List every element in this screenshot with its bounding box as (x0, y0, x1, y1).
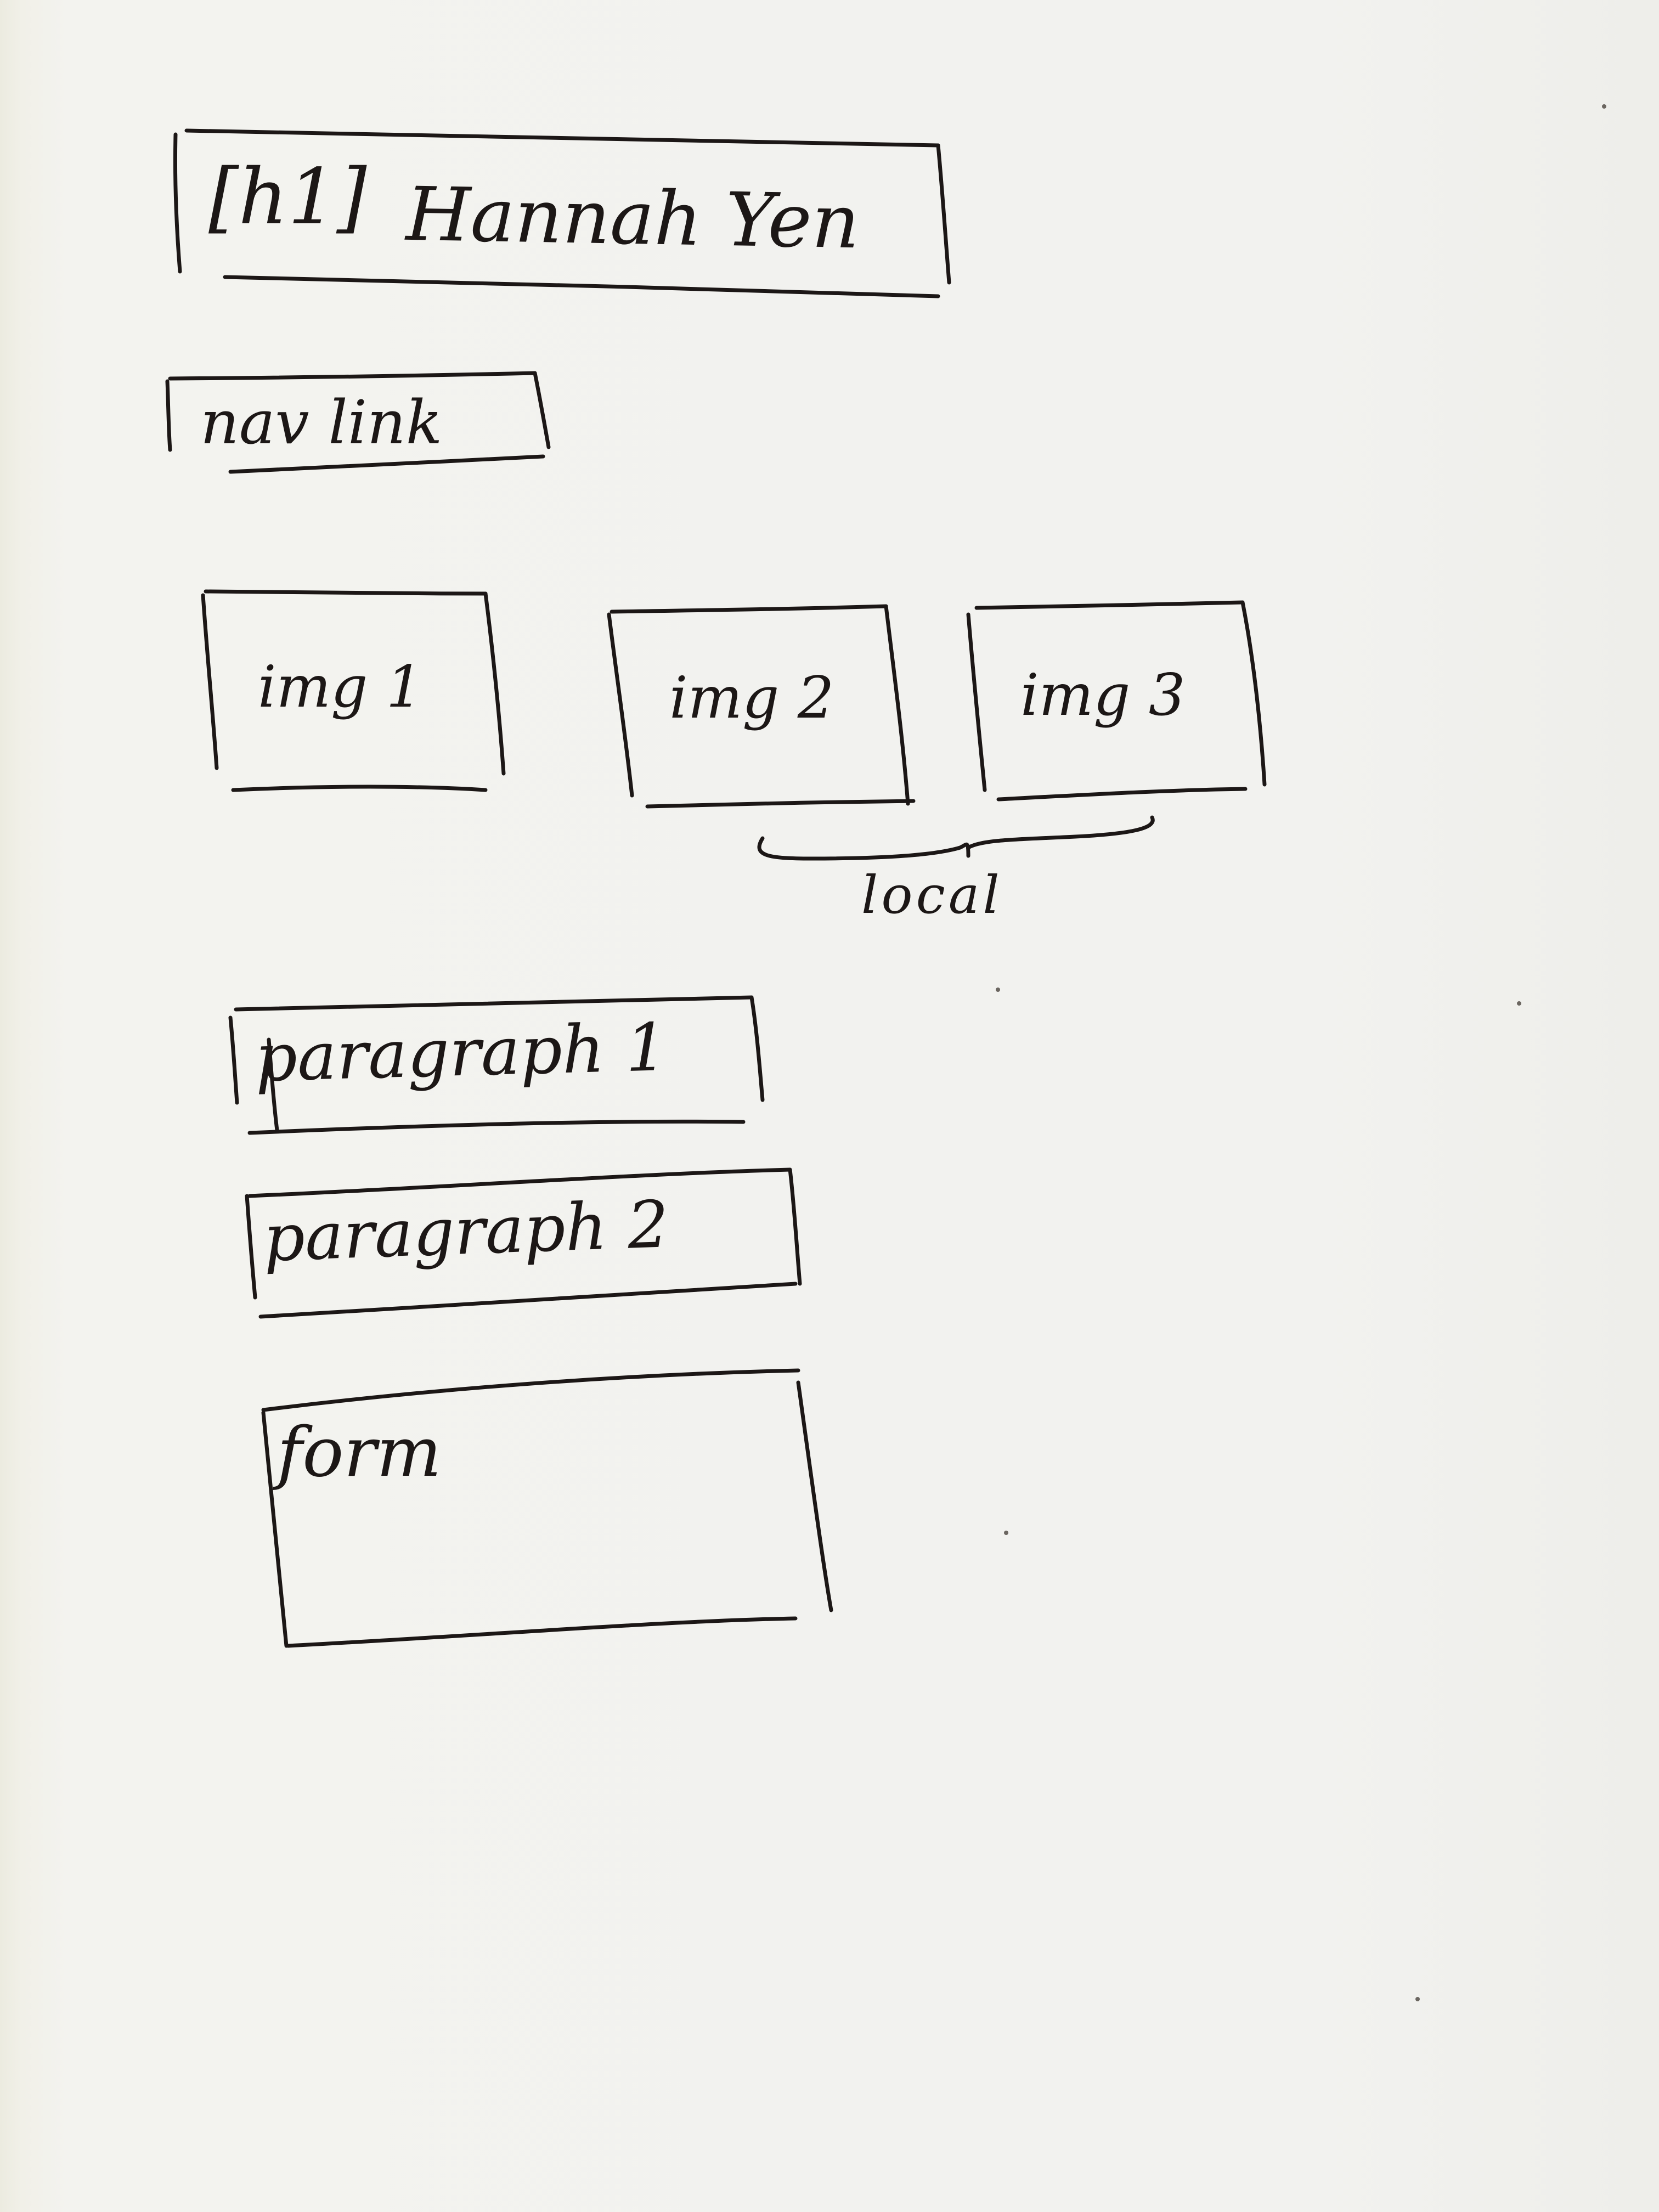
local-brace (757, 815, 1155, 861)
img-1-box (201, 589, 506, 792)
nav-link-label[interactable]: nav link (200, 387, 443, 458)
img-1-label: img 1 (258, 653, 423, 720)
local-label: local (861, 865, 1003, 926)
form-label: form (277, 1413, 442, 1492)
paper-speck (1602, 104, 1606, 109)
heading-name: Hannah Yen (405, 171, 860, 266)
paragraph-1-box (228, 995, 765, 1135)
paragraph-2-label: paragraph 2 (262, 1186, 670, 1276)
nav-box (165, 371, 551, 474)
img-3-box (966, 600, 1267, 802)
img-2-box (607, 604, 916, 809)
paragraph-1-label: paragraph 1 (254, 1009, 669, 1097)
paper-speck (1517, 1001, 1521, 1006)
img-2-label: img 2 (669, 664, 834, 731)
paper-speck (1415, 1997, 1420, 2001)
heading-tag: [h1] (208, 153, 367, 242)
img-3-label: img 3 (1020, 662, 1186, 729)
paper-speck (1004, 1531, 1008, 1535)
heading-box (173, 128, 951, 298)
form-box (261, 1368, 833, 1648)
paragraph-2-box (245, 1167, 802, 1319)
paper-speck (996, 988, 1000, 992)
